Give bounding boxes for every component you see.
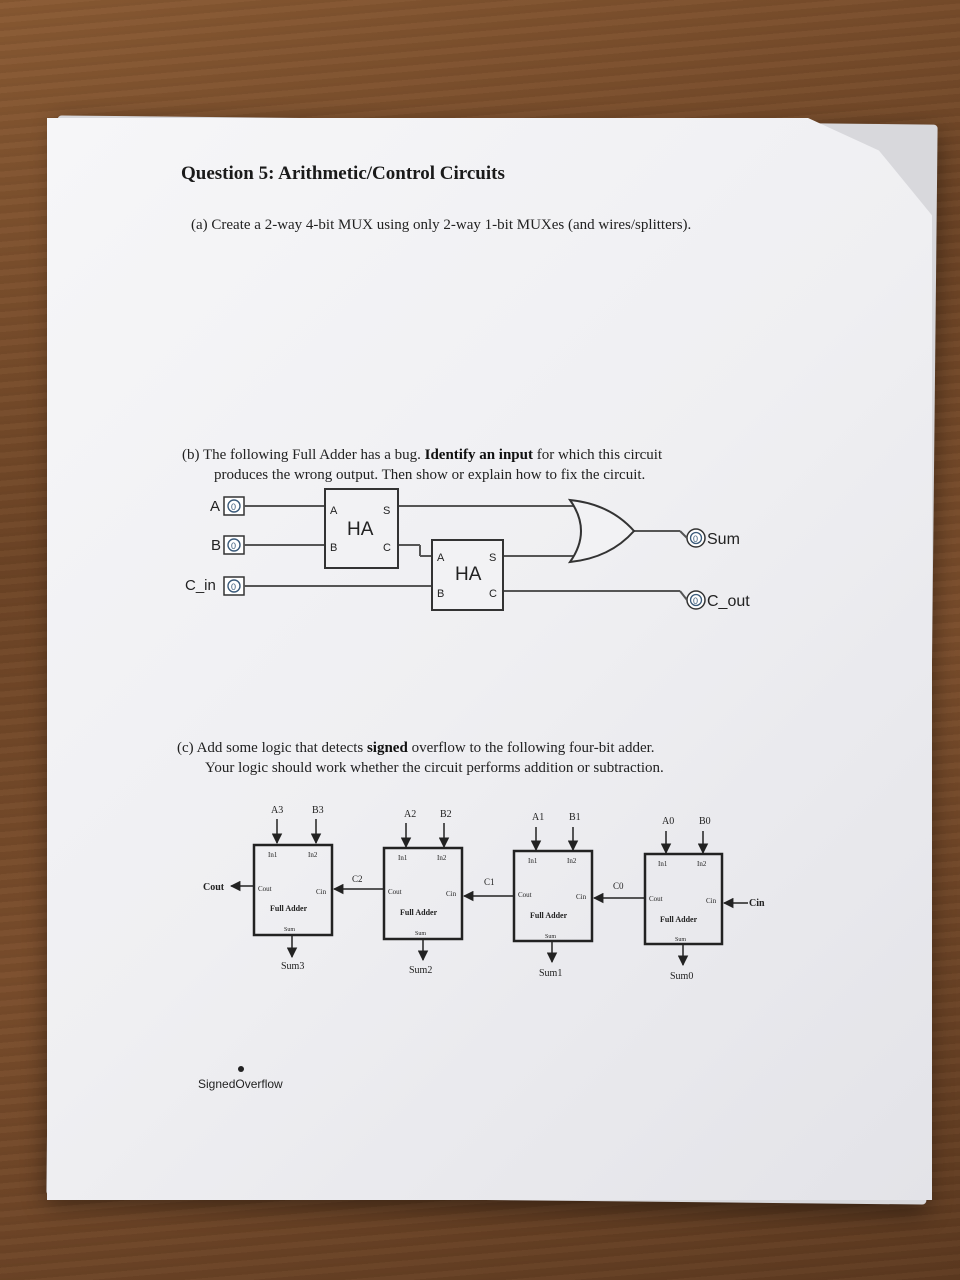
stage3-title: Full Adder [270, 904, 308, 913]
carry-c0-label: C0 [613, 881, 624, 891]
stage2-cout-pin: Cout [388, 888, 402, 896]
stage0-in1: In1 [658, 860, 668, 868]
input-pin-cin[interactable]: 0 [223, 576, 245, 596]
input-a-label: A [210, 498, 220, 515]
stage2-in1: In1 [398, 854, 408, 862]
ha2-pin-c: C [489, 588, 497, 600]
stage1-title: Full Adder [530, 911, 568, 920]
ha1-label: HA [347, 519, 374, 540]
stage0-cin-pin: Cin [706, 897, 717, 905]
stage1-in1: In1 [528, 857, 538, 865]
part-c-line1-post: overflow to the following four-bit adder… [407, 740, 655, 756]
input-pin-a[interactable]: 0 [223, 496, 245, 516]
four-bit-adder: A3 B3 In1 In2 Cout Cin Full Adder Sum Su… [203, 805, 765, 982]
input-cin-label: C_in [185, 577, 216, 594]
part-b-line1-post: for which this circuit [532, 447, 663, 463]
signed-overflow-label: SignedOverflow [198, 1077, 283, 1091]
stage0-title: Full Adder [660, 915, 698, 924]
ha2-pin-s: S [489, 552, 496, 564]
output-pin-cout: 0 C_out [686, 590, 750, 610]
stage1-sum-pin: Sum [545, 934, 556, 940]
ha2-label: HA [455, 564, 482, 585]
full-adder-stage-3: A3 B3 In1 In2 Cout Cin Full Adder Sum Su… [252, 805, 334, 972]
stage1-cin-pin: Cin [576, 893, 587, 901]
part-c-line1-pre: (c) Add some logic that detects [177, 740, 367, 756]
stage2-a-label: A2 [404, 809, 416, 820]
stage0-in2: In2 [697, 860, 707, 868]
full-adder-stage-0: A0 B0 In1 In2 Cout Cin Full Adder Sum Su… [643, 816, 724, 982]
stage0-a-label: A0 [662, 816, 674, 827]
half-adder-1: HA A B S C [324, 488, 399, 569]
stage2-cin-pin: Cin [446, 890, 457, 898]
ha1-pin-a: A [330, 505, 338, 517]
stage3-in1: In1 [268, 851, 278, 859]
ha1-pin-s: S [383, 505, 390, 517]
stage2-sum-label: Sum2 [409, 965, 432, 976]
signed-overflow-pin [238, 1066, 244, 1072]
stage2-title: Full Adder [400, 908, 438, 917]
output-pin-sum: 0 Sum [686, 528, 740, 548]
stage0-sum-label: Sum0 [670, 971, 693, 982]
carry-c1-label: C1 [484, 877, 495, 887]
stage1-sum-label: Sum1 [539, 968, 562, 979]
ha1-pin-c: C [383, 542, 391, 554]
stage1-a-label: A1 [532, 812, 544, 823]
stage3-in2: In2 [308, 851, 318, 859]
stage3-sum-label: Sum3 [281, 961, 304, 972]
circuit-wires [244, 505, 680, 592]
cin-label: Cin [749, 898, 765, 909]
output-cout-label: C_out [707, 593, 750, 610]
question-title: Question 5: Arithmetic/Control Circuits [181, 163, 505, 184]
input-pin-b[interactable]: 0 [223, 535, 245, 555]
stage2-in2: In2 [437, 854, 447, 862]
input-a-value: 0 [231, 502, 236, 512]
stage3-a-label: A3 [271, 805, 283, 816]
exam-page [47, 118, 932, 1200]
ha1-pin-b: B [330, 542, 337, 554]
stage3-cin-pin: Cin [316, 888, 327, 896]
stage2-b-label: B2 [440, 809, 452, 820]
output-sum-value: 0 [693, 534, 698, 544]
stage1-in2: In2 [567, 857, 577, 865]
stage0-b-label: B0 [699, 816, 711, 827]
full-adder-stage-1: A1 B1 In1 In2 Cout Cin Full Adder Sum Su… [512, 812, 594, 979]
part-b-line2: produces the wrong output. Then show or … [214, 467, 646, 483]
stage3-sum-pin: Sum [284, 927, 295, 933]
stage3-b-label: B3 [312, 805, 324, 816]
part-b-text: (b) The following Full Adder has a bug. … [182, 445, 662, 485]
stage1-b-label: B1 [569, 812, 581, 823]
part-a-text: (a) Create a 2-way 4-bit MUX using only … [191, 217, 692, 233]
stage0-sum-pin: Sum [675, 937, 686, 943]
stage3-cout-pin: Cout [258, 885, 272, 893]
stage1-cout-pin: Cout [518, 891, 532, 899]
ha2-pin-b: B [437, 588, 444, 600]
part-c-line1-bold: signed [366, 740, 408, 756]
half-adder-2: HA A B S C [431, 539, 504, 611]
stage0-cout-pin: Cout [649, 895, 663, 903]
input-cin-value: 0 [231, 582, 236, 592]
stage2-sum-pin: Sum [415, 931, 426, 937]
input-b-label: B [211, 537, 221, 554]
part-c-text: (c) Add some logic that detects signed o… [177, 738, 664, 778]
part-c-line2: Your logic should work whether the circu… [205, 760, 664, 776]
carry-c2-label: C2 [352, 874, 363, 884]
full-adder-stage-2: A2 B2 In1 In2 Cout Cin Full Adder Sum Su… [382, 809, 464, 976]
ha2-pin-a: A [437, 552, 445, 564]
cout-label: Cout [203, 882, 225, 893]
part-b-line1-bold: Identify an input [424, 447, 533, 463]
output-cout-value: 0 [693, 596, 698, 606]
or-gate [567, 498, 636, 564]
input-b-value: 0 [231, 541, 236, 551]
part-b-line1-pre: (b) The following Full Adder has a bug. [182, 447, 425, 463]
full-adder-circuit: A B C_in 0 0 0 [185, 488, 750, 611]
output-sum-label: Sum [707, 531, 740, 548]
